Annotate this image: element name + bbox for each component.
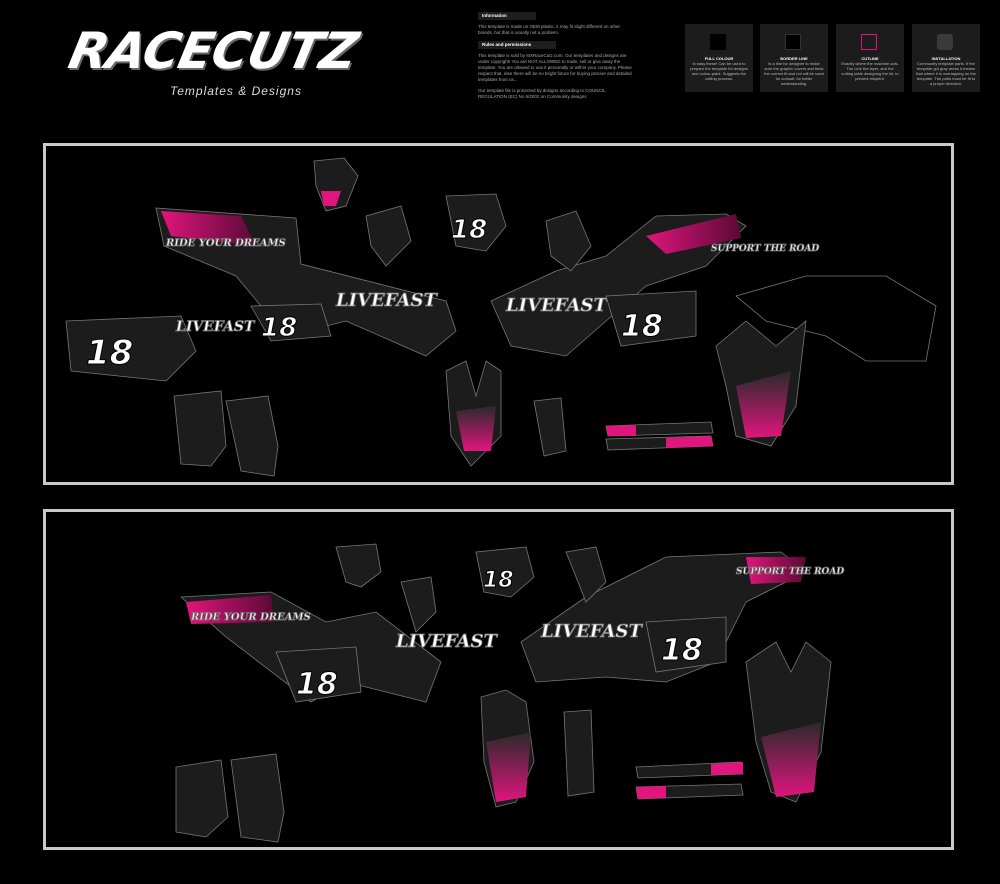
race-number-front: 18 bbox=[483, 568, 514, 593]
full-colour-swatch bbox=[710, 34, 726, 50]
brand-title: RACECUTZ bbox=[63, 22, 363, 80]
race-number-left: 18 bbox=[296, 667, 338, 702]
info-heading: Information bbox=[478, 12, 536, 20]
slogan-livefast-panel: LIVEFAST bbox=[175, 319, 256, 335]
slogan-support-right: SUPPORT THE ROAD bbox=[736, 567, 844, 577]
slogan-livefast-right: LIVEFAST bbox=[505, 295, 608, 316]
left-side-panel bbox=[275, 646, 362, 703]
right-side-panel bbox=[605, 290, 697, 347]
slogan-support-right: SUPPORT THE ROAD bbox=[711, 244, 819, 254]
installation-swatch bbox=[937, 34, 953, 50]
right-shroud-decal bbox=[520, 551, 807, 683]
rules-heading: Rules and permissions bbox=[478, 41, 556, 49]
radiator-left bbox=[400, 576, 437, 633]
slogan-ride-left: RIDE YOUR DREAMS bbox=[190, 612, 311, 623]
fork-guard-left bbox=[173, 390, 227, 467]
fork-guard-left bbox=[175, 759, 229, 838]
slogan-livefast-left: LIVEFAST bbox=[335, 290, 438, 311]
legend-text: Is a line for designer to make sure the … bbox=[764, 61, 824, 86]
fork-guard-right bbox=[230, 753, 285, 843]
race-number-left: 18 bbox=[86, 333, 133, 373]
legend-title: FULL COLOUR bbox=[704, 56, 734, 61]
front-number-plate bbox=[445, 193, 507, 252]
decal-layout-top: RIDE YOUR DREAMS LIVEFAST SUPPORT THE RO… bbox=[65, 157, 937, 477]
radiator-left bbox=[365, 205, 412, 267]
legend-text: Exactly where the machine cuts. The Line… bbox=[841, 61, 899, 81]
legend-text: Is easy these! Can be used to prepare th… bbox=[690, 61, 748, 81]
legend-title: CUTLINE bbox=[861, 56, 879, 61]
radiator-right bbox=[545, 210, 592, 272]
race-number-right: 18 bbox=[661, 633, 703, 668]
race-number-mid: 18 bbox=[261, 313, 297, 343]
radiator-right bbox=[565, 546, 607, 603]
slogan-ride-left: RIDE YOUR DREAMS bbox=[165, 238, 286, 249]
fork-guard-right bbox=[225, 395, 279, 477]
cutline-swatch bbox=[861, 34, 877, 50]
legend-title: INSTALLATION bbox=[931, 56, 961, 61]
left-side-panel bbox=[65, 315, 197, 382]
info-text: This template is made on OEM plastic, it… bbox=[478, 24, 620, 35]
mid-side-panel bbox=[250, 303, 332, 342]
racecutz-logo: RACECUTZ Templates & Designs bbox=[64, 22, 415, 112]
template-panel-top: RIDE YOUR DREAMS LIVEFAST SUPPORT THE RO… bbox=[43, 143, 954, 485]
rules-text: This template is sold by MXRaceCutz.com.… bbox=[478, 53, 632, 82]
decal-layout-bottom: RIDE YOUR DREAMS LIVEFAST SUPPORT THE RO… bbox=[175, 543, 845, 843]
swingarm-decal bbox=[563, 709, 595, 797]
info-block: Information This template is made on OEM… bbox=[478, 12, 633, 105]
slogan-livefast-right: LIVEFAST bbox=[540, 621, 643, 642]
right-side-panel bbox=[645, 616, 727, 673]
brand-subtitle: Templates & Designs bbox=[170, 84, 302, 98]
swingarm-decal bbox=[533, 397, 567, 457]
front-number-plate bbox=[475, 546, 535, 598]
legend-text: Community template parts. If the templat… bbox=[916, 61, 976, 86]
template-panel-bottom: RIDE YOUR DREAMS LIVEFAST SUPPORT THE RO… bbox=[43, 509, 954, 850]
left-shroud-decal bbox=[155, 207, 457, 357]
fork-guard-top bbox=[335, 543, 382, 588]
race-number-right: 18 bbox=[621, 309, 663, 344]
border-line-swatch bbox=[785, 34, 801, 50]
rear-fender-outline bbox=[735, 275, 937, 362]
regulation-text: Our template file is protected by design… bbox=[478, 88, 606, 99]
slogan-livefast-left: LIVEFAST bbox=[395, 631, 498, 652]
legend-title: BORDER LINE bbox=[780, 56, 808, 61]
race-number-front: 18 bbox=[451, 215, 487, 245]
